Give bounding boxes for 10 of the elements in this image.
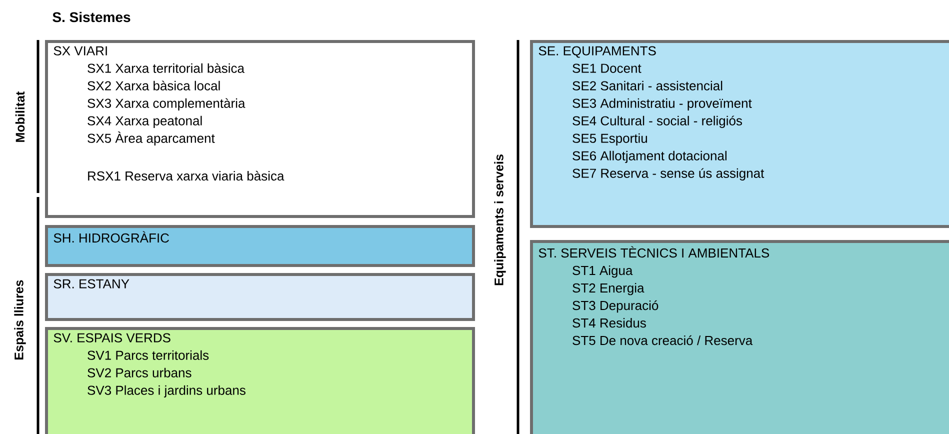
group-label: Mobilitat (15, 91, 25, 142)
category-box: SR. ESTANY (45, 273, 475, 321)
group-label: Espais lliures (14, 280, 26, 360)
category-box: SV. ESPAIS VERDS SV1 Parcs territorials SV2 Parcs urbans SV3 Places i jardins urbans (45, 327, 475, 434)
category-box: SE. EQUIPAMENTS SE1 Docent SE2 Sanitari - assistencial SE3 Administratiu - proveïment SE4 Cultural - social - religiós SE5 Esportiu SE6 Allotjament dotacional SE7 Reserva - sense ús assignat (530, 40, 949, 228)
category-box: ST. SERVEIS TÈCNICS I AMBIENTALS ST1 Aigua ST2 Energia ST3 Depuració ST4 Residus ST5 De nova creació / Reserva (530, 240, 949, 434)
category-box: SX VIARI SX1 Xarxa territorial bàsica SX2 Xarxa bàsica local SX3 Xarxa complementària SX4 Xarxa peatonal SX5 Àrea aparcament RSX1 Reserva xarxa viaria bàsica (45, 40, 475, 218)
title: S. Sistemes (52, 12, 130, 22)
category-box: SH. HIDROGRÀFIC (45, 225, 475, 267)
group-label: Equipaments i serveis (494, 154, 506, 286)
